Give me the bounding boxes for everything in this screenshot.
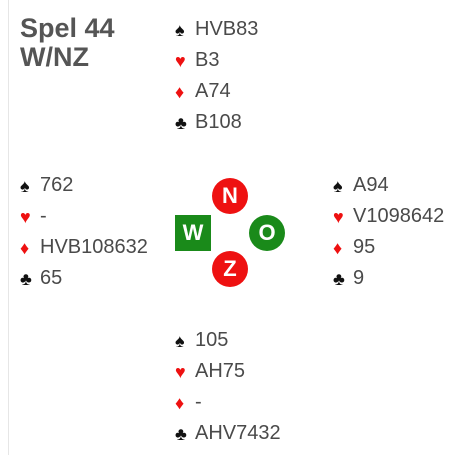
heart-icon: ♥ bbox=[20, 206, 31, 227]
spade-icon: ♠ bbox=[175, 330, 185, 351]
deal-title: Spel 44 W/NZ bbox=[20, 14, 115, 72]
diamond-icon: ♦ bbox=[20, 237, 30, 258]
south-spades-row: ♠ 105 bbox=[175, 325, 281, 356]
east-badge: O bbox=[249, 215, 285, 251]
hand-south: ♠ 105 ♥ AH75 ♦- ♣ AHV7432 bbox=[175, 325, 281, 449]
west-diamonds-row: ♦ HVB108632 bbox=[20, 232, 148, 263]
hand-north: ♠ HVB83 ♥ B3 ♦ A74 ♣ B108 bbox=[175, 14, 258, 138]
east-spades: A94 bbox=[353, 174, 389, 196]
south-diamonds-row: ♦- bbox=[175, 387, 281, 418]
board-number: Spel 44 bbox=[20, 13, 115, 43]
south-clubs-row: ♣ AHV7432 bbox=[175, 418, 281, 449]
north-clubs: B108 bbox=[195, 111, 242, 133]
east-hearts: V1098642 bbox=[353, 205, 445, 227]
diamond-icon: ♦ bbox=[175, 81, 185, 102]
north-spades-row: ♠ HVB83 bbox=[175, 14, 258, 45]
compass: N W O Z bbox=[175, 178, 290, 288]
south-spades: 105 bbox=[195, 329, 229, 351]
spade-icon: ♠ bbox=[20, 175, 30, 196]
west-spades-row: ♠ 762 bbox=[20, 170, 148, 201]
north-hearts-row: ♥ B3 bbox=[175, 45, 258, 76]
east-spades-row: ♠ A94 bbox=[333, 170, 444, 201]
south-clubs: AHV7432 bbox=[195, 422, 281, 444]
hand-west: ♠ 762 ♥- ♦ HVB108632 ♣ 65 bbox=[20, 170, 148, 294]
west-badge: W bbox=[175, 215, 211, 251]
north-badge: N bbox=[212, 178, 248, 214]
west-clubs: 65 bbox=[40, 267, 63, 289]
club-icon: ♣ bbox=[333, 268, 345, 289]
heart-icon: ♥ bbox=[333, 206, 344, 227]
east-clubs: 9 bbox=[353, 267, 365, 289]
east-clubs-row: ♣9 bbox=[333, 263, 444, 294]
club-icon: ♣ bbox=[20, 268, 32, 289]
spade-icon: ♠ bbox=[333, 175, 343, 196]
north-spades: HVB83 bbox=[195, 18, 259, 40]
east-hearts-row: ♥ V1098642 bbox=[333, 201, 444, 232]
diamond-icon: ♦ bbox=[175, 392, 185, 413]
east-diamonds: 95 bbox=[353, 236, 376, 258]
south-hearts-row: ♥ AH75 bbox=[175, 356, 281, 387]
south-diamonds: - bbox=[195, 391, 202, 413]
west-hearts: - bbox=[40, 205, 47, 227]
south-hearts: AH75 bbox=[195, 360, 246, 382]
north-diamonds-row: ♦ A74 bbox=[175, 76, 258, 107]
north-clubs-row: ♣ B108 bbox=[175, 107, 258, 138]
north-hearts: B3 bbox=[195, 49, 220, 71]
west-hearts-row: ♥- bbox=[20, 201, 148, 232]
club-icon: ♣ bbox=[175, 423, 187, 444]
west-clubs-row: ♣ 65 bbox=[20, 263, 148, 294]
east-diamonds-row: ♦ 95 bbox=[333, 232, 444, 263]
heart-icon: ♥ bbox=[175, 50, 186, 71]
hand-east: ♠A94 ♥V1098642 ♦95 ♣9 bbox=[333, 170, 444, 294]
dealer-vulnerability: W/NZ bbox=[20, 42, 89, 72]
heart-icon: ♥ bbox=[175, 361, 186, 382]
west-spades: 762 bbox=[40, 174, 74, 196]
spade-icon: ♠ bbox=[175, 19, 185, 40]
north-diamonds: A74 bbox=[195, 80, 231, 102]
left-border bbox=[8, 0, 9, 455]
club-icon: ♣ bbox=[175, 112, 187, 133]
diamond-icon: ♦ bbox=[333, 237, 343, 258]
south-badge: Z bbox=[212, 251, 248, 287]
west-diamonds: HVB108632 bbox=[40, 236, 148, 258]
